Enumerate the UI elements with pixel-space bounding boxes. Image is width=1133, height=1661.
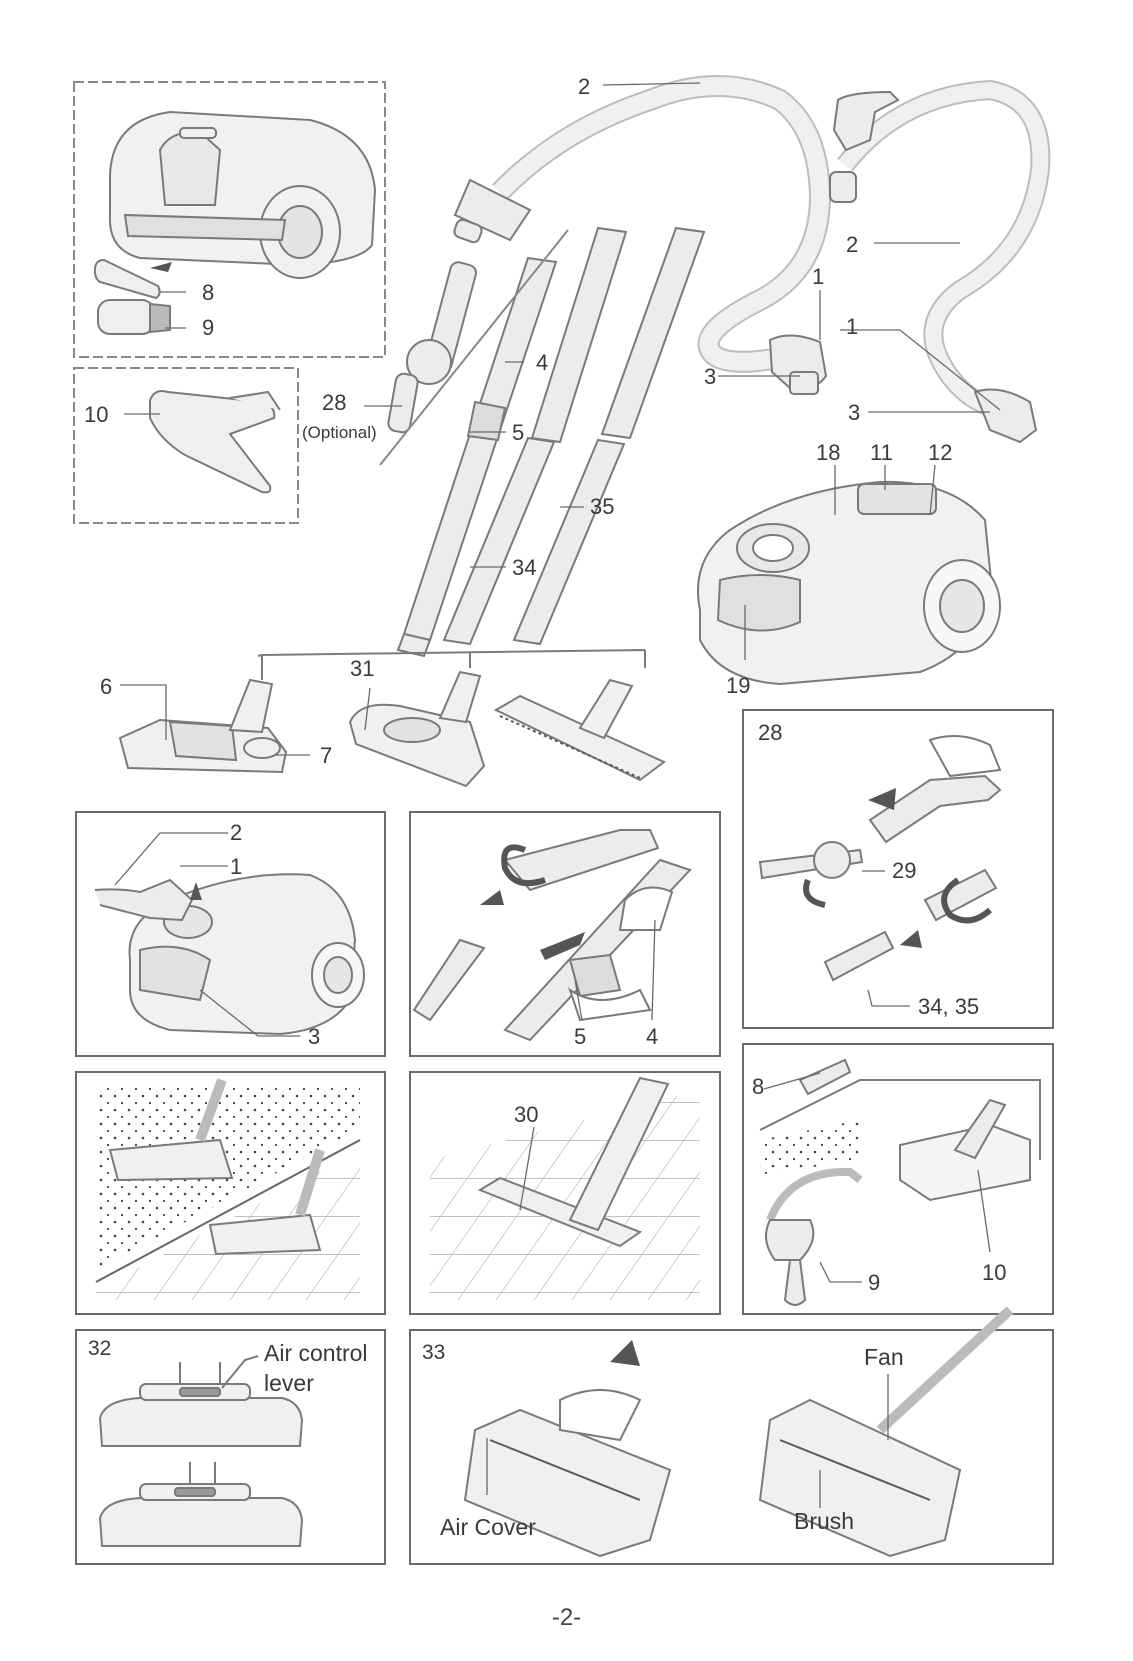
brush-tool-drawing: [98, 300, 170, 334]
rotate-arrow-28a: [806, 880, 825, 905]
panel2-label-5: 5: [574, 1026, 586, 1048]
callout-12: 12: [928, 442, 952, 464]
nozzle-6-drawing: [120, 680, 286, 772]
callout-pipe-34: 34: [512, 557, 536, 579]
callout-nozzle-31: 31: [350, 658, 374, 680]
hose-connect-drawing: [95, 874, 364, 1034]
panel1-label-1: 1: [230, 856, 242, 878]
callout-19: 19: [726, 675, 750, 697]
pipe-connect-drawing: [414, 830, 690, 1040]
air-control-label-1: Air control: [264, 1342, 368, 1365]
callout-slider: 5: [512, 422, 524, 444]
arrow-down-left: [480, 890, 504, 905]
callout-18: 18: [816, 442, 840, 464]
air-control-label-2: lever: [264, 1372, 314, 1395]
nozzle-bracket: [258, 650, 645, 680]
upholstery-nozzle-drawing: [150, 391, 280, 492]
panel1-label-3: 3: [308, 1026, 320, 1048]
callout-pipe-35: 35: [590, 496, 614, 518]
panel-30-label: 30: [514, 1104, 538, 1126]
hose-grip-drawing: [770, 335, 826, 394]
fan-label: Fan: [864, 1346, 904, 1369]
callout-grip-b: 1: [846, 316, 858, 338]
hose-second-drawing: [830, 90, 1040, 442]
cleaner-main-drawing: [698, 482, 1000, 684]
panel1-label-2: 2: [230, 822, 242, 844]
panel-32-title: 32: [88, 1338, 111, 1359]
callout-handle-28: 28: [322, 392, 346, 414]
panel-28-drawing: [760, 736, 1000, 980]
callout-optional: (Optional): [302, 424, 377, 441]
arrow-28-right: [868, 788, 896, 810]
callout-11: 11: [870, 442, 893, 464]
callout-upholstery: 10: [84, 404, 108, 426]
callout-nozzle-6: 6: [100, 676, 112, 698]
callout-hose-right: 2: [846, 234, 858, 256]
arrow-28-left: [900, 930, 922, 948]
callout-pipe-telescopic: 4: [536, 352, 548, 374]
panel2-label-4: 4: [646, 1026, 658, 1048]
panel-28-title: 28: [758, 722, 782, 744]
carpet-small: [760, 1120, 860, 1175]
handle-28-drawing: [387, 261, 478, 434]
panel-28-label-29: 29: [892, 860, 916, 882]
accessories-label-8: 8: [752, 1076, 764, 1098]
panel-28-label-34-35: 34, 35: [918, 996, 979, 1018]
panel-30-tiles: [430, 1090, 700, 1300]
callout-brush: 9: [202, 317, 214, 339]
crevice-tool-drawing: [95, 260, 160, 298]
brush-label: Brush: [794, 1510, 854, 1533]
panel-32-nozzle-b: [100, 1484, 302, 1546]
callout-nozzle-7: 7: [320, 745, 332, 767]
callout-ring-a: 3: [704, 366, 716, 388]
accessories-label-10: 10: [982, 1262, 1006, 1284]
nozzle-parquet-drawing: [496, 680, 664, 780]
cleaner-rear-drawing: [110, 112, 375, 278]
callout-grip-a: 1: [812, 266, 824, 288]
air-cover-label: Air Cover: [440, 1516, 536, 1539]
page-number: -2-: [0, 1604, 1133, 1632]
panel-33-title: 33: [422, 1342, 445, 1363]
callout-hose: 2: [578, 76, 590, 98]
accessories-label-9: 9: [868, 1272, 880, 1294]
callout-ring-b: 3: [848, 402, 860, 424]
callout-crevice: 8: [202, 282, 214, 304]
arrow-out: [150, 262, 172, 272]
arrow-33-up: [610, 1340, 640, 1366]
